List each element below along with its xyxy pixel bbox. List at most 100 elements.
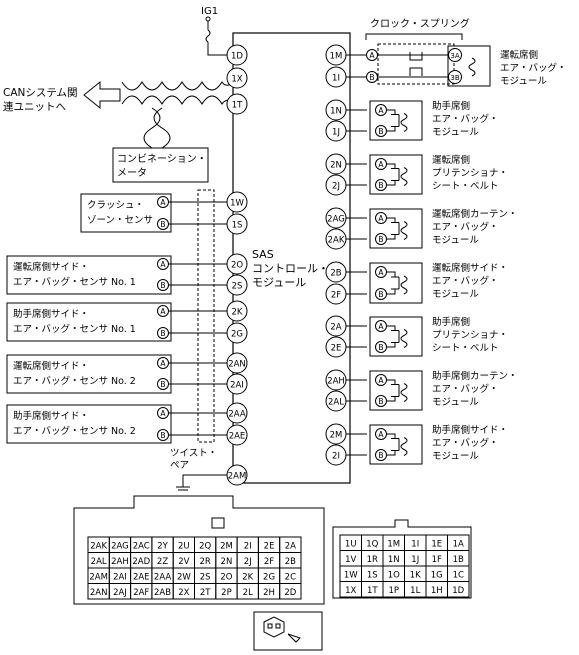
load-label-6-line1: 助手席側 <box>432 316 470 328</box>
connector1-cell-label: 1L <box>410 586 420 596</box>
combination-meter-label-line2: メータ <box>117 167 147 179</box>
connector1-cell-label: 1T <box>367 586 378 596</box>
connector1-cell-label: 1B <box>453 555 464 565</box>
can-twisted-pair <box>121 77 241 105</box>
can-label-line2: 連ユニットへ <box>3 100 66 113</box>
load-6-conn-a-label: A <box>378 322 384 331</box>
sensor-5-conn-b <box>157 429 169 441</box>
pin-circle-1t <box>226 93 248 115</box>
load-box-2 <box>369 100 423 141</box>
load-label-4-line2: エア・バッグ・ <box>432 221 499 233</box>
connector1-cell-label: 1G <box>431 570 443 580</box>
squib-icon <box>387 379 408 402</box>
load-label-5-line3: モジュール <box>432 289 479 300</box>
connector2-cell-label: 2AC <box>133 541 150 551</box>
connector1-cell-label: 1F <box>432 555 442 565</box>
sensor-label-2-line1: 運転席側サイド・ <box>13 261 89 273</box>
pin-label-1x: 1X <box>231 75 242 85</box>
connector2-cell-label: 2AM <box>89 572 108 582</box>
connector1-cell-label: 1R <box>367 555 378 565</box>
connector2-cell-label: 2AH <box>111 557 129 567</box>
connector2-cell-label: 2D <box>284 588 296 598</box>
load-box-7 <box>369 370 423 411</box>
pin-label-1d: 1D <box>231 52 243 62</box>
load-label-7-line2: エア・バッグ・ <box>432 383 499 395</box>
can-arrow-icon <box>83 80 121 110</box>
sensor-box-1 <box>80 193 172 233</box>
load-2-conn-b-label: B <box>378 127 383 136</box>
connector2-cell-label: 2I <box>244 541 252 551</box>
load-label-4-line1: 運転席側カーテン・ <box>432 208 518 220</box>
connector1-cell-label: 1H <box>431 586 443 596</box>
load-label-2-line2: エア・バッグ・ <box>432 113 499 125</box>
pin-circle-1x <box>226 67 248 89</box>
sensor-box-2 <box>6 255 172 295</box>
load-5-conn-a <box>375 266 387 278</box>
connector1-housing <box>332 519 472 599</box>
load-4-conn-b <box>375 233 387 245</box>
load-7-conn-b-label: B <box>378 397 383 406</box>
load-7-conn-a <box>375 374 387 386</box>
sensor-label-4-line1: 運転席側サイド・ <box>13 360 89 372</box>
connector1-cell-label: 1C <box>453 570 464 580</box>
pin-label-2am: 2AM <box>228 472 247 482</box>
pin-label-1j: 1J <box>332 128 340 138</box>
load-2-conn-a-label: A <box>378 106 384 115</box>
load-8-conn-a-label: A <box>378 430 384 439</box>
sensor-label-5-line1: 助手席側サイド・ <box>13 410 89 422</box>
load-4-conn-a-label: A <box>378 214 384 223</box>
connector2-cell-label: 2L <box>243 588 253 598</box>
load-box-5 <box>369 262 423 304</box>
sensor-3-conn-a <box>157 305 169 317</box>
twist-pair-label-line1: ツイスト・ <box>170 448 217 459</box>
connector2-cell-label: 2AK <box>90 541 107 551</box>
connector2-cell-label: 2AB <box>154 588 171 598</box>
connector2-cell-label: 2AN <box>90 588 108 598</box>
sensor-1-conn-a <box>157 196 169 208</box>
squib-icon <box>387 433 408 456</box>
load-6-conn-b-label: B <box>378 343 383 352</box>
connector2-cell-label: 2AD <box>132 557 150 567</box>
pin-label-2b: 2B <box>330 269 341 279</box>
connector2-cell-label: 2P <box>221 588 232 598</box>
load-label-7-line3: モジュール <box>432 397 479 408</box>
connector2-cell-label: 2E <box>264 541 275 551</box>
pin-label-2ai: 2AI <box>230 381 244 391</box>
connector2-cell-label: 2AI <box>113 572 127 582</box>
pin-label-2s: 2S <box>232 282 243 292</box>
clock-spring-bracket <box>365 33 463 40</box>
clock-conn-a-label: A <box>369 51 375 60</box>
connector2-cell-label: 2Y <box>157 541 168 551</box>
load-label-5-line1: 運転席側サイド・ <box>432 262 508 274</box>
connector2-cell-label: 2O <box>220 572 232 582</box>
clock-conn-a <box>366 49 378 61</box>
pin-label-2ak: 2AK <box>328 236 345 246</box>
connector1-cell-label: 1P <box>388 586 399 596</box>
load-4-conn-b-label: B <box>378 235 383 244</box>
load-8-conn-a <box>375 428 387 440</box>
connector1-cell-label: 1A <box>453 539 464 549</box>
connector2-cell-label: 2AF <box>133 588 149 598</box>
sensor-label-1-line2: ゾーン・センサ <box>87 215 153 226</box>
connector2-housing <box>73 495 325 605</box>
pin-label-2m: 2M <box>330 431 343 441</box>
connector2-cell-label: 2J <box>244 557 252 567</box>
clock-conn-b-label: B <box>369 73 374 82</box>
module-name-line1: SAS <box>252 248 274 261</box>
connector1-cell-label: 1V <box>345 555 356 565</box>
sensor-1-conn-b-label: B <box>160 220 165 229</box>
sensor-2-conn-a <box>157 258 169 270</box>
sensor-label-1-line1: クラッシュ・ <box>87 200 144 211</box>
squib-icon <box>387 217 408 240</box>
connector1-cell-label: 1J <box>411 555 419 565</box>
load-label-3-line1: 運転席側 <box>432 154 470 166</box>
sensor-4-conn-a-label: A <box>160 359 166 368</box>
sensor-box-5 <box>6 404 172 444</box>
sensor-label-2-line2: エア・バッグ・センサ No. 1 <box>13 276 136 288</box>
sensor-box-4 <box>6 354 172 394</box>
load-3-conn-b-label: B <box>378 181 383 190</box>
sensor-4-conn-a <box>157 357 169 369</box>
sensor-1-conn-a-label: A <box>160 198 166 207</box>
load-label-1-line3: モジュール <box>500 76 547 87</box>
